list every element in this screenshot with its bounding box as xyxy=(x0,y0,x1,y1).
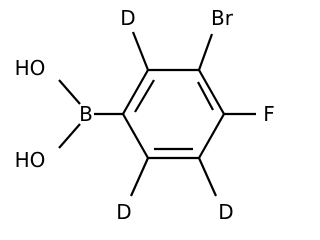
ring-bond-c4-c5 xyxy=(198,113,225,159)
bond-c6-d xyxy=(129,157,150,197)
ring-double-bond-c3-c4 xyxy=(197,81,214,111)
ring-bond-c3-c4 xyxy=(198,69,225,115)
bond-c5-d xyxy=(197,157,218,197)
ring-bond-c1-c2 xyxy=(122,69,149,115)
bond-b-o-bottom xyxy=(58,123,81,149)
ring-double-bond-c1-c2 xyxy=(134,79,155,113)
atom-label-d-bottom-right: D xyxy=(218,200,233,224)
atom-label-br: Br xyxy=(211,6,234,30)
atom-label-d-top: D xyxy=(120,6,135,30)
bond-c3-br xyxy=(197,33,214,71)
bond-b-o-top xyxy=(58,79,81,105)
bond-c2-d xyxy=(131,31,150,71)
ring-bond-c6-c1 xyxy=(122,113,149,159)
atom-label-oh-top: HO xyxy=(15,56,46,80)
atom-label-f: F xyxy=(263,102,275,126)
atom-label-b: B xyxy=(79,102,93,126)
atom-label-oh-bottom: HO xyxy=(15,148,46,172)
molecule-structure: D Br F D D B HO HO xyxy=(15,6,275,224)
atom-label-d-bottom-left: D xyxy=(116,200,131,224)
